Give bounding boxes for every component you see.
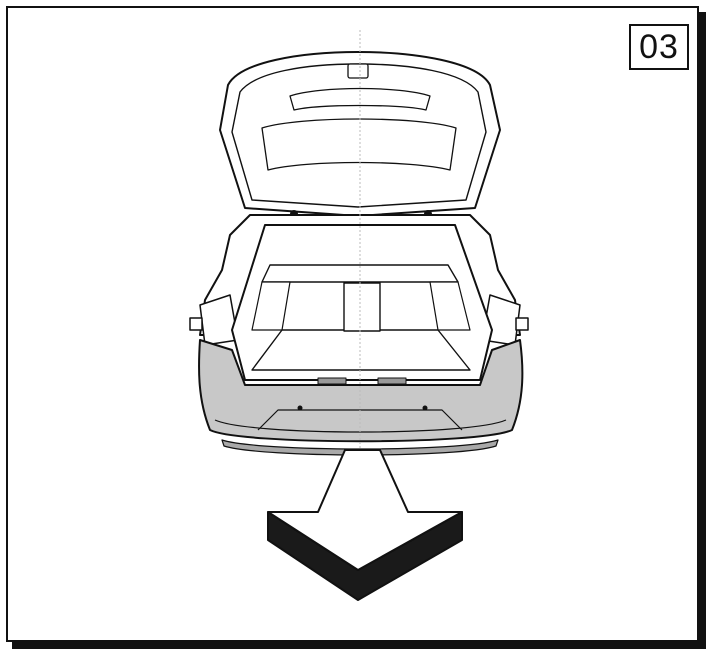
parking-sensor-left xyxy=(297,405,303,411)
mirror-right xyxy=(515,317,529,331)
bumper-step-left xyxy=(317,377,347,385)
boot-wall-right xyxy=(429,281,471,331)
frame-shadow-bottom xyxy=(12,642,706,649)
bumper-step-right xyxy=(377,377,407,385)
car-body xyxy=(189,214,529,381)
hatch-latch xyxy=(347,63,369,79)
arrow-down-icon xyxy=(267,449,463,601)
step-number-badge: 03 xyxy=(629,24,689,70)
seat-back-center xyxy=(343,282,381,332)
hatch-panel-mid xyxy=(261,118,457,171)
boot-floor xyxy=(251,329,471,371)
parking-sensor-right xyxy=(422,405,428,411)
arrow-top xyxy=(267,449,463,571)
boot-wall-left xyxy=(251,281,291,331)
mirror-left xyxy=(189,317,203,331)
rear-bumper xyxy=(198,339,524,456)
frame-shadow-right xyxy=(699,12,706,649)
